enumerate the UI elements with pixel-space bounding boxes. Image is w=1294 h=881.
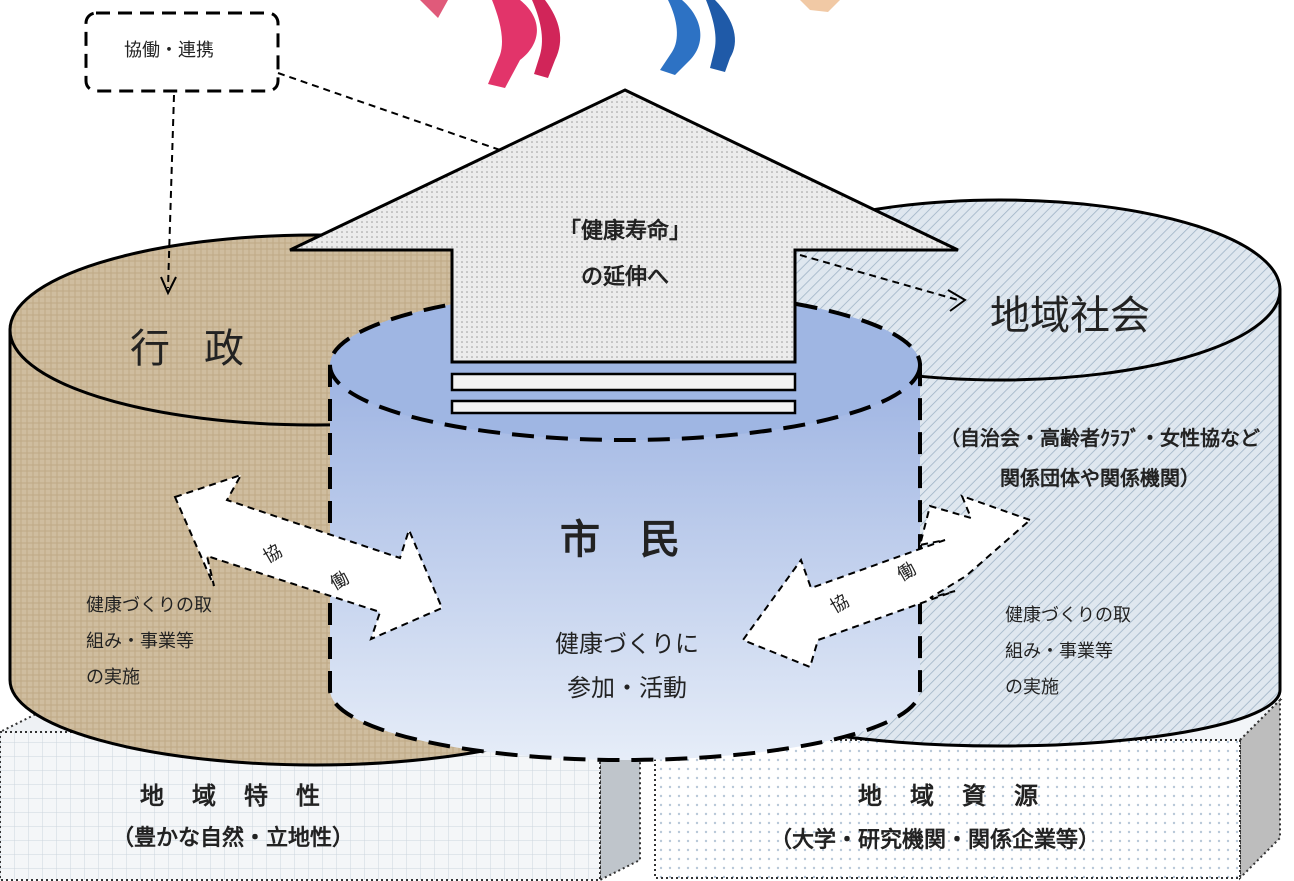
cooperation-box xyxy=(84,11,280,93)
arrow-text: 「健康寿命」 の延伸へ xyxy=(450,208,800,300)
regional-resources-title: 地域資源 xyxy=(858,781,1066,810)
community-title: 地域社会 xyxy=(990,293,1150,339)
government-activity: 健康づくりの取 組み・事業等 の実施 xyxy=(86,595,212,688)
arrow-line-1: 「健康寿命」 xyxy=(558,218,691,244)
regional-resources-subtitle: （大学・研究機関・関係企業等） xyxy=(770,827,1101,853)
community-description: （自治会・高齢者ｸﾗﾌﾞ・女性協など関係団体や関係機関） xyxy=(940,426,1260,490)
community-activity: 健康づくりの取 組み・事業等 の実施 xyxy=(1005,605,1131,698)
connector-lines xyxy=(160,72,967,312)
arrow-line-2: の延伸へ xyxy=(580,264,669,290)
regional-characteristics-title: 地域特性 xyxy=(140,781,348,810)
regional-characteristics-subtitle: （豊かな自然・立地性） xyxy=(112,825,355,851)
right-collab-arrow xyxy=(741,494,1032,669)
upward-arrow xyxy=(289,88,959,415)
citizen-activity: 健康づくりに 参加・活動 xyxy=(555,630,699,702)
citizen-title: 市民 xyxy=(560,516,720,563)
government-title: 行政 xyxy=(130,326,278,372)
cooperation-label: 協働・連携 xyxy=(124,40,214,61)
left-collab-arrow xyxy=(173,473,444,641)
walking-people-illustration xyxy=(420,0,840,88)
